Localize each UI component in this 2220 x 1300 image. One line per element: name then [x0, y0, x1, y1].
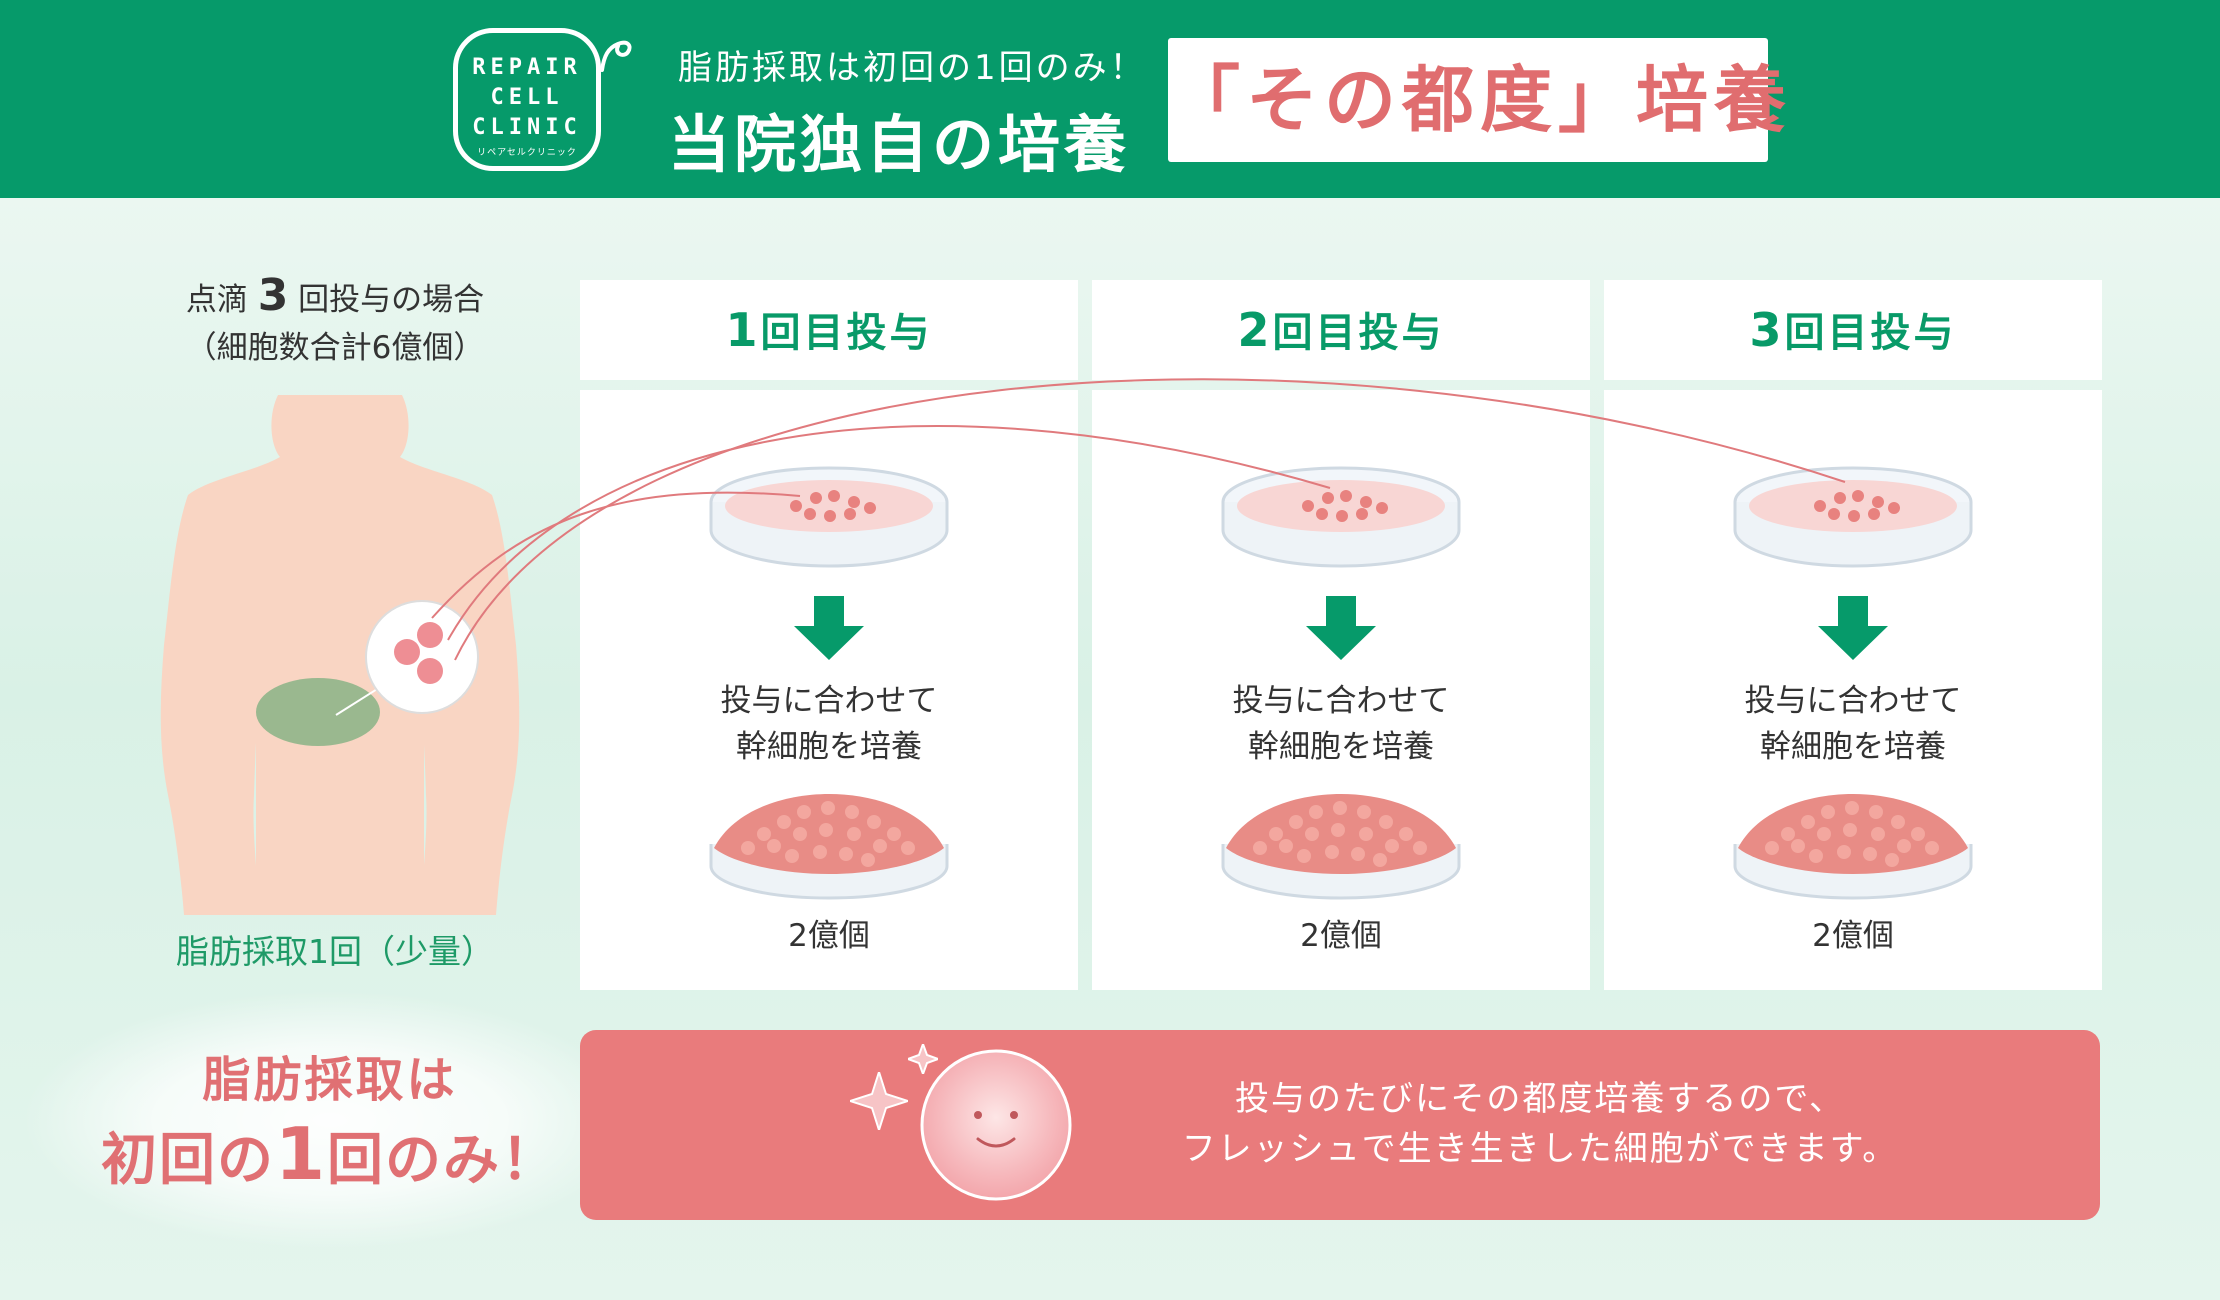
- petri-dish-full-icon: [1221, 794, 1461, 900]
- summary-text: 投与のたびにその都度培養するので、 フレッシュで生き生きした細胞ができます。: [1010, 1074, 2070, 1174]
- logo-line-3: CLINIC: [472, 115, 582, 140]
- culture-text-2: 投与に合わせて 幹細胞を培養: [1092, 678, 1590, 770]
- column-number-1: 1: [725, 303, 761, 357]
- column-header-2: 2回目投与: [1092, 280, 1590, 380]
- cell-count-3: 2億個: [1812, 918, 1894, 954]
- torso-shape: [160, 395, 520, 915]
- fat-area: [256, 678, 380, 746]
- once-line-1: 脂肪採取は: [202, 1052, 458, 1108]
- caption-post: 回投与の場合: [298, 282, 485, 318]
- column-label-3: 回目投与: [1784, 310, 1957, 356]
- culture-line-3b: 幹細胞を培養: [1760, 729, 1946, 765]
- petri-dish-small-icon: [1221, 466, 1461, 568]
- culture-text-1: 投与に合わせて 幹細胞を培養: [580, 678, 1078, 770]
- cell-count-1: 2億個: [788, 918, 870, 954]
- once-pre: 初回の: [100, 1128, 275, 1193]
- column-body-1: 投与に合わせて 幹細胞を培養 2億個: [580, 390, 1078, 990]
- column-number-2: 2: [1237, 303, 1273, 357]
- small-sparkle-icon: [908, 1044, 938, 1074]
- smiling-cell-icon: [920, 1049, 1072, 1201]
- logo-line-2: CELL: [490, 85, 564, 110]
- cell-2: [417, 622, 443, 648]
- culture-text-3: 投与に合わせて 幹細胞を培養: [1604, 678, 2102, 770]
- header-highlight-box: 「その都度」培養: [1168, 38, 1786, 162]
- cell-3: [417, 658, 443, 684]
- soft-glow: [20, 990, 640, 1250]
- summary-banner: 投与のたびにその都度培養するので、 フレッシュで生き生きした細胞ができます。: [580, 1030, 2100, 1220]
- dosage-caption: 点滴 3 回投与の場合 （細胞数合計6億個）: [130, 272, 540, 372]
- down-arrow-icon: [1306, 596, 1376, 660]
- column-header-3: 3回目投与: [1604, 280, 2102, 380]
- column-header-1: 1回目投与: [580, 280, 1078, 380]
- once-post: 回のみ！: [327, 1128, 560, 1193]
- column-label-1: 回目投与: [760, 310, 933, 356]
- caption-pre: 点滴: [185, 282, 248, 318]
- cell-count-2: 2億個: [1300, 918, 1382, 954]
- petri-dish-small-icon: [1733, 466, 1973, 568]
- clinic-logo: REPAIR CELL CLINIC リペアセルクリニック: [453, 28, 601, 171]
- cell-1: [394, 639, 420, 665]
- summary-line-1: 投与のたびにその都度培養するので、: [1235, 1079, 1845, 1119]
- caption-total: （細胞数合計6億個）: [185, 330, 485, 366]
- culture-line-1a: 投与に合わせて: [720, 683, 938, 719]
- logo-subtext: リペアセルクリニック: [477, 148, 577, 158]
- header-bar: REPAIR CELL CLINIC リペアセルクリニック 脂肪採取は初回の1回…: [0, 0, 2220, 198]
- column-body-2: 投与に合わせて 幹細胞を培養 2億個: [1092, 390, 1590, 990]
- caption-number: 3: [257, 270, 289, 321]
- once-number: 1: [274, 1112, 328, 1196]
- column-number-3: 3: [1749, 303, 1785, 357]
- header-subtitle: 脂肪採取は初回の1回のみ！: [678, 48, 1147, 88]
- logo-line-1: REPAIR: [472, 55, 582, 80]
- petri-dish-small-icon: [709, 466, 949, 568]
- summary-line-2: フレッシュで生き生きした細胞ができます。: [1181, 1129, 1899, 1169]
- sprout-icon: [600, 40, 632, 72]
- fat-collection-label: 脂肪採取1回（少量）: [176, 932, 494, 971]
- header-title: 当院独自の培養: [668, 108, 1131, 181]
- column-body-3: 投与に合わせて 幹細胞を培養 2億個: [1604, 390, 2102, 990]
- culture-line-1b: 幹細胞を培養: [736, 729, 922, 765]
- once-only-message: 脂肪採取は 初回の1回のみ！: [60, 1048, 600, 1203]
- sparkle-icon: [850, 1072, 908, 1130]
- culture-line-2b: 幹細胞を培養: [1248, 729, 1434, 765]
- down-arrow-icon: [794, 596, 864, 660]
- culture-line-3a: 投与に合わせて: [1744, 683, 1962, 719]
- body-silhouette: [160, 395, 520, 915]
- cell-zoom-circle: [365, 600, 479, 714]
- down-arrow-icon: [1818, 596, 1888, 660]
- column-label-2: 回目投与: [1272, 310, 1445, 356]
- petri-dish-full-icon: [1733, 794, 1973, 900]
- petri-dish-full-icon: [709, 794, 949, 900]
- culture-line-2a: 投与に合わせて: [1232, 683, 1450, 719]
